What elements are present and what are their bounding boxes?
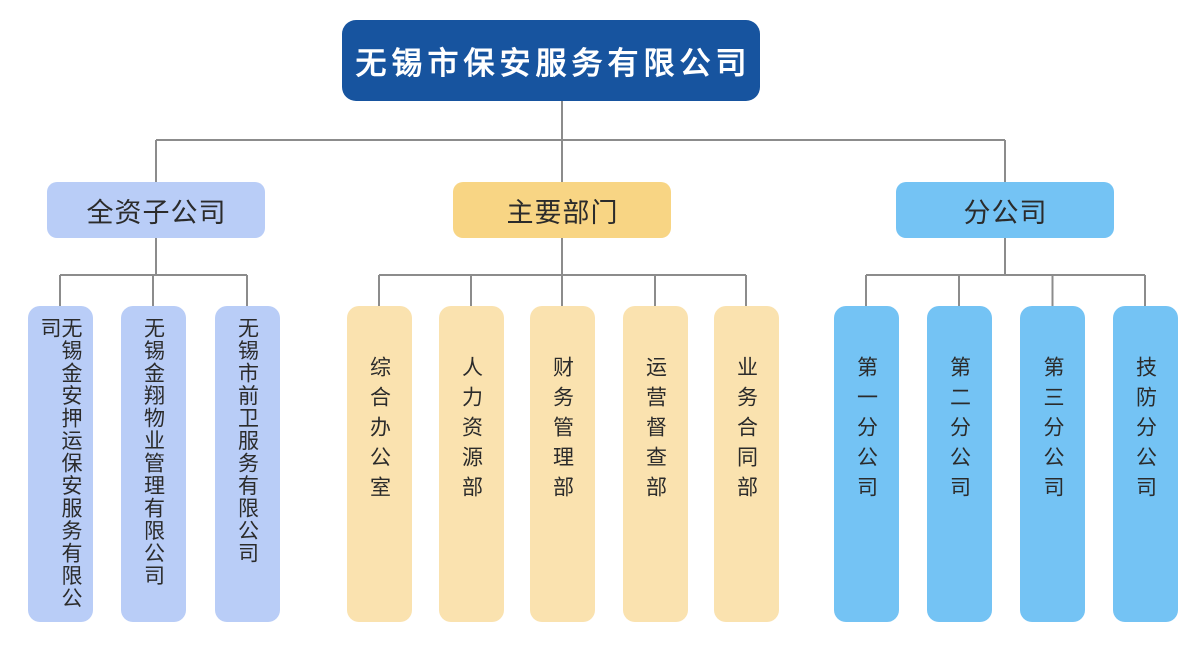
org-leaf-departments-4: 运营督查部 <box>622 306 688 622</box>
org-leaf-departments-5: 业务合同部 <box>713 306 779 622</box>
org-leaf-label: 技防分公司 <box>1133 356 1157 506</box>
org-leaf-subsidiaries-2: 无锡金翔物业管理有限公司 <box>120 306 186 622</box>
org-leaf-branches-4: 技防分公司 <box>1112 306 1178 622</box>
connector-path <box>59 101 1146 306</box>
org-leaf-label: 财务管理部 <box>550 356 574 506</box>
org-leaf-label: 业务合同部 <box>734 356 758 506</box>
org-leaf-label: 第一分公司 <box>854 356 878 506</box>
org-leaf-subsidiaries-1: 无锡金安押运保安服务有限公司 <box>27 306 93 622</box>
org-group-label: 主要部门 <box>506 197 619 228</box>
org-leaf-label: 无锡市前卫服务有限公司 <box>235 317 259 565</box>
org-leaf-label: 无锡金翔物业管理有限公司 <box>141 317 165 587</box>
org-leaf-label: 人力资源部 <box>459 356 483 506</box>
org-group-header-subsidiaries: 全资子公司 <box>47 182 265 238</box>
org-leaf-subsidiaries-3: 无锡市前卫服务有限公司 <box>214 306 280 622</box>
org-root-node: 无锡市保安服务有限公司 <box>342 20 760 101</box>
org-leaf-departments-2: 人力资源部 <box>438 306 504 622</box>
org-group-label: 全资子公司 <box>86 197 227 228</box>
org-leaf-branches-2: 第二分公司 <box>926 306 992 622</box>
org-leaf-branches-1: 第一分公司 <box>833 306 899 622</box>
org-group-label: 分公司 <box>963 197 1048 228</box>
org-leaf-branches-3: 第三分公司 <box>1020 306 1085 622</box>
org-group-header-departments: 主要部门 <box>453 182 671 238</box>
org-leaf-departments-3: 财务管理部 <box>529 306 595 622</box>
org-leaf-label: 综合办公室 <box>367 356 391 506</box>
org-group-header-branches: 分公司 <box>896 182 1114 238</box>
org-leaf-label: 第二分公司 <box>947 356 971 506</box>
org-leaf-departments-1: 综合办公室 <box>346 306 412 622</box>
org-leaf-label: 运营督查部 <box>643 356 667 506</box>
org-leaf-label: 无锡金安押运保安服务有限公司 <box>38 317 82 610</box>
org-root-label: 无锡市保安服务有限公司 <box>355 46 752 81</box>
org-leaf-label: 第三分公司 <box>1041 356 1064 506</box>
